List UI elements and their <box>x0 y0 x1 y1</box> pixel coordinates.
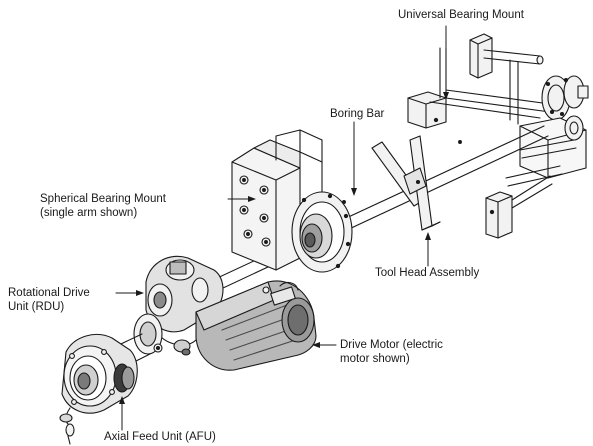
label-spherical-bearing-mount: Spherical Bearing Mount (single arm show… <box>40 192 166 220</box>
leader-arrowheads <box>119 92 449 404</box>
leader-lines <box>115 25 447 431</box>
label-drive-motor: Drive Motor (electric motor shown) <box>340 338 443 366</box>
drive-motor-drawing <box>195 280 317 371</box>
spherical-bearing-mount-drawing <box>231 129 353 273</box>
tool-head-assembly-drawing <box>371 135 441 231</box>
label-rotational-drive-unit-line2: Unit (RDU) <box>8 301 65 313</box>
label-rotational-drive-unit: Rotational Drive Unit (RDU) <box>8 286 90 314</box>
label-boring-bar: Boring Bar <box>330 108 385 120</box>
label-tool-head-assembly: Tool Head Assembly <box>375 267 480 279</box>
label-axial-feed-unit: Axial Feed Unit (AFU) <box>104 431 216 443</box>
label-spherical-bearing-mount-line1: Spherical Bearing Mount <box>40 193 166 205</box>
label-rotational-drive-unit-line1: Rotational Drive <box>8 287 90 299</box>
label-drive-motor-line2: motor shown) <box>340 353 410 365</box>
label-drive-motor-line1: Drive Motor (electric <box>340 339 443 351</box>
axial-feed-unit-drawing <box>59 313 163 445</box>
label-universal-bearing-mount: Universal Bearing Mount <box>398 9 524 21</box>
universal-bearing-mount-drawing <box>407 33 589 239</box>
label-spherical-bearing-mount-line2: (single arm shown) <box>40 207 138 219</box>
